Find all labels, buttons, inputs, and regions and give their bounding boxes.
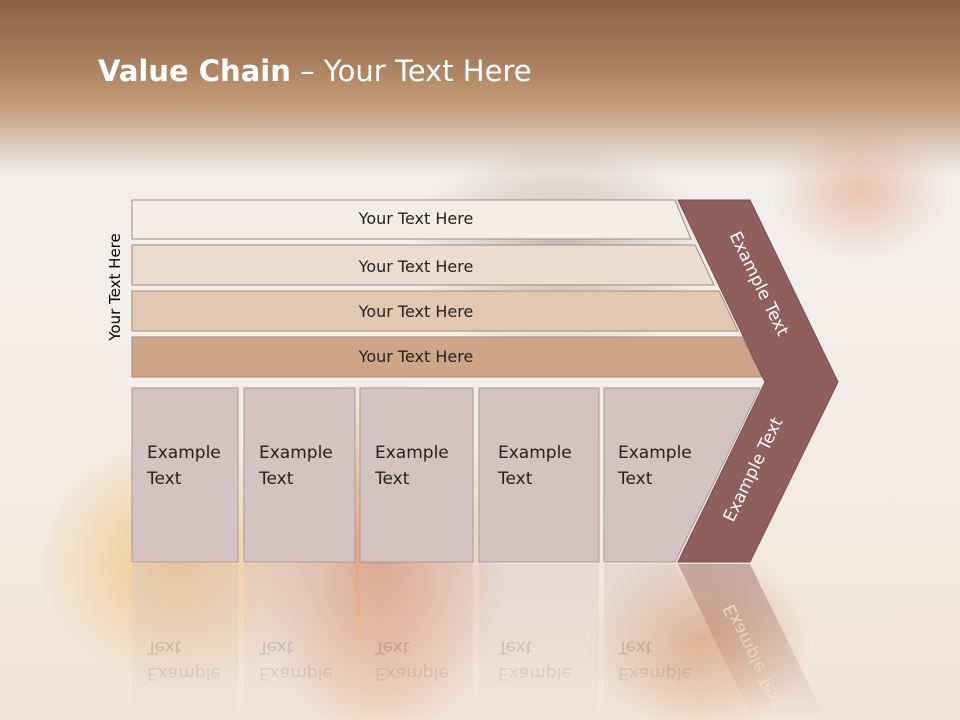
row-3-shape — [131, 290, 739, 332]
box-4-shape — [478, 387, 600, 563]
row-2: Your Text Here — [131, 244, 715, 286]
box-5-line1: Example — [618, 443, 692, 463]
box-3: Example Text — [359, 387, 474, 563]
box-2-shape — [243, 387, 356, 563]
row-3: Your Text Here — [131, 290, 739, 332]
svg-text:Example: Example — [375, 663, 449, 683]
row-1-label: Your Text Here — [358, 209, 474, 228]
box-1-line2: Text — [146, 469, 182, 489]
title-bold: Value Chain — [98, 54, 291, 88]
diagram-reflection: Example Text Example Text Example Text E… — [132, 564, 827, 720]
svg-text:Text: Text — [497, 637, 533, 657]
box-1: Example Text — [131, 387, 239, 563]
box-3-line1: Example — [375, 443, 449, 463]
box-5-shape — [603, 387, 761, 563]
box-3-line2: Text — [374, 469, 410, 489]
svg-text:Example: Example — [259, 663, 333, 683]
box-4: Example Text — [478, 387, 600, 563]
svg-text:Text: Text — [374, 637, 410, 657]
row-4-shape — [131, 336, 763, 378]
row-4: Your Text Here — [131, 336, 763, 378]
svg-text:Example: Example — [618, 663, 692, 683]
box-1-shape — [131, 387, 239, 563]
box-2-line1: Example — [259, 443, 333, 463]
svg-text:Text: Text — [146, 637, 182, 657]
page-title: Value Chain – Your Text Here — [98, 54, 532, 88]
box-4-line1: Example — [498, 443, 572, 463]
row-4-label: Your Text Here — [358, 347, 474, 366]
row-2-shape — [131, 244, 715, 286]
title-rest: – Your Text Here — [290, 54, 532, 88]
box-2-line2: Text — [258, 469, 294, 489]
row-2-label: Your Text Here — [358, 257, 474, 276]
box-3-shape — [359, 387, 474, 563]
row-1-shape — [131, 199, 692, 240]
svg-text:Text: Text — [258, 637, 294, 657]
box-5: Example Text — [603, 387, 761, 563]
box-2: Example Text — [243, 387, 356, 563]
box-1-line1: Example — [147, 443, 221, 463]
row-3-label: Your Text Here — [358, 302, 474, 321]
box-4-line2: Text — [497, 469, 533, 489]
chevron-arrow — [677, 199, 839, 563]
row-1: Your Text Here — [131, 199, 692, 240]
svg-text:Text: Text — [617, 637, 653, 657]
svg-text:Example: Example — [147, 663, 221, 683]
box-5-line2: Text — [617, 469, 653, 489]
svg-text:Example: Example — [498, 663, 572, 683]
title-band — [0, 0, 960, 175]
